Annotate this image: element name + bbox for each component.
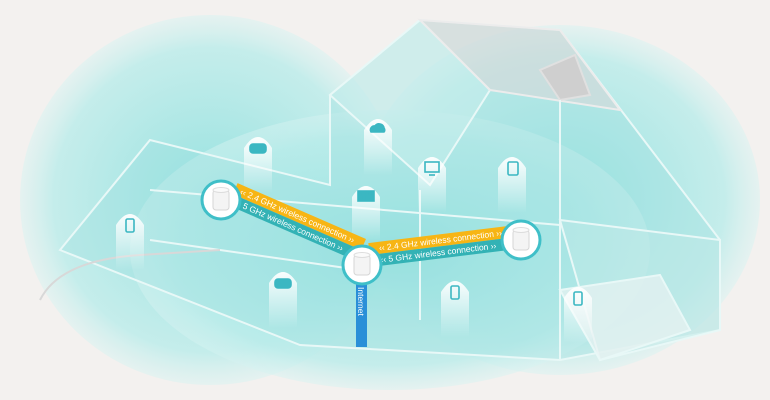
phone-icon	[125, 218, 135, 233]
gamepad-device-pin	[269, 272, 297, 328]
gamepad-icon	[274, 278, 292, 289]
house-illustration	[39, 18, 721, 362]
tv-icon: TV	[357, 190, 375, 202]
phone-device-pin	[564, 287, 592, 343]
internet-line: Internet	[356, 282, 367, 347]
device-pins: TV	[116, 119, 592, 343]
phone-icon	[573, 291, 583, 306]
tv-label: TV	[362, 194, 371, 201]
gamepad-icon	[249, 143, 267, 154]
band-24ghz-bar	[232, 183, 366, 250]
band-5ghz-bar	[369, 237, 516, 267]
internet-label: Internet	[356, 287, 366, 316]
phone-device-pin	[441, 281, 469, 337]
phone-icon	[450, 285, 460, 300]
tv-device-pin: TV	[352, 186, 380, 242]
band-5ghz-bar	[228, 194, 362, 261]
tablet-device-pin	[498, 157, 526, 213]
mesh-router-node-3	[500, 219, 542, 261]
gamepad-device-pin	[244, 137, 272, 193]
monitor-device-pin	[418, 157, 446, 213]
monitor-icon	[424, 161, 440, 176]
phone-device-pin	[116, 214, 144, 270]
band-24ghz-bar	[368, 225, 514, 256]
tablet-icon	[507, 161, 519, 176]
mesh-router-node-2	[341, 244, 383, 286]
mesh-router-node-1	[200, 179, 242, 221]
cloud-icon	[369, 123, 386, 133]
cloud-device-pin	[364, 119, 392, 175]
mesh-nodes	[200, 179, 542, 286]
